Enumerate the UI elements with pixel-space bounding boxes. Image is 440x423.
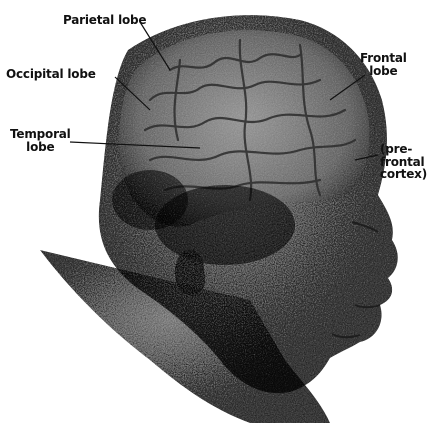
frontal-lobe-label: Frontal lobe [360,52,407,77]
occipital-lobe-label: Occipital lobe [6,68,96,81]
prefrontal-cortex-label: (pre- frontal cortex) [380,143,427,181]
ear-shape [175,250,205,295]
parietal-lobe-label: Parietal lobe [63,14,146,27]
temporal-lobe-label: Temporal lobe [10,128,71,153]
cerebellum-region [112,170,188,230]
